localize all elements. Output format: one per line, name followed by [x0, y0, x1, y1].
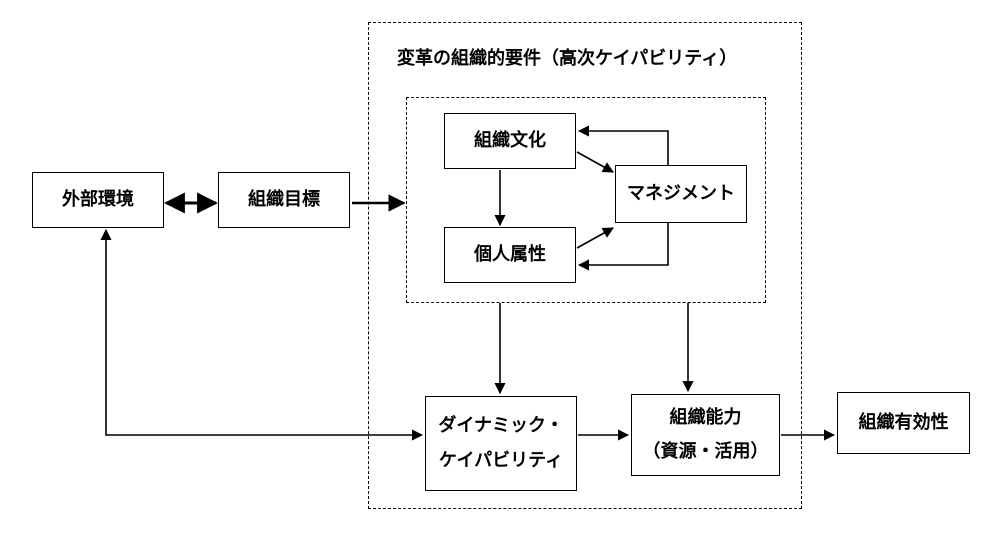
- management-node: マネジメント: [615, 165, 747, 223]
- external-environment-label: 外部環境: [62, 188, 134, 210]
- individual-attributes-node: 個人属性: [444, 227, 576, 283]
- organizational-culture-label: 組織文化: [474, 129, 546, 151]
- organizational-effectiveness-label: 組織有効性: [858, 411, 949, 433]
- organizational-goal-label: 組織目標: [248, 188, 320, 210]
- culture-to-management-arrow: [576, 151, 614, 173]
- organizational-goal-node: 組織目標: [218, 172, 350, 228]
- organizational-capability-label-line2: （資源・活用）: [642, 441, 769, 462]
- external-environment-node: 外部環境: [32, 172, 164, 228]
- management-label: マネジメント: [627, 182, 735, 204]
- inner-group: [406, 97, 766, 303]
- dynamic-capability-label-line1: ダイナミック・: [438, 415, 564, 437]
- management-to-individual-arrow: [577, 223, 669, 271]
- organizational-effectiveness-node: 組織有効性: [837, 392, 970, 454]
- individual-to-management-arrow: [576, 227, 614, 249]
- management-to-culture-arrow: [577, 125, 669, 165]
- env-dynamic-arrow: [100, 228, 424, 441]
- dynamic-capability-node: ダイナミック・ ケイパビリティ: [425, 396, 577, 491]
- individual-attributes-label: 個人属性: [474, 243, 546, 265]
- organizational-culture-node: 組織文化: [444, 113, 576, 169]
- organizational-capability-label-line1: 組織能力: [669, 406, 742, 428]
- outer-group-title: 変革の組織的要件（高次ケイパビリティ）: [397, 48, 738, 69]
- organizational-capability-node: 組織能力 （資源・活用）: [631, 394, 780, 476]
- dynamic-capability-label-line2: ケイパビリティ: [438, 449, 564, 471]
